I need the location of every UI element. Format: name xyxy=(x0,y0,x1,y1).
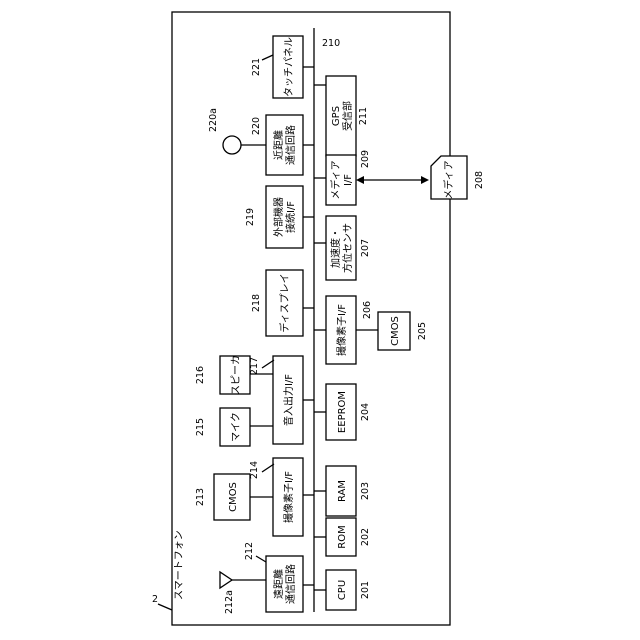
eeprom-ref: 204 xyxy=(360,403,371,421)
long-range-comm: 遠距離 通信回路 xyxy=(266,556,303,612)
imaging-if-214: 撮像素子I/F xyxy=(273,458,303,536)
figure-number: 2 xyxy=(152,594,158,605)
ram-ref: 203 xyxy=(360,482,371,500)
speaker-ref: 216 xyxy=(195,366,206,384)
imaging-if-214-label: 撮像素子I/F xyxy=(282,471,295,523)
microphone: マイク xyxy=(220,408,250,446)
mic-ref: 215 xyxy=(195,418,206,436)
imaging-if-206-ref: 206 xyxy=(362,301,373,319)
long-comm-label-1: 遠距離 xyxy=(272,569,285,599)
imaging-if-206-label: 撮像素子I/F xyxy=(335,304,348,356)
external-device-if: 外部機器 接続I/F xyxy=(266,186,303,248)
ext-if-ref: 219 xyxy=(245,208,256,226)
display-ref: 218 xyxy=(251,294,262,312)
antenna-220a xyxy=(223,136,241,154)
short-comm-label-2: 通信回路 xyxy=(284,125,297,165)
display-label: ディスプレイ xyxy=(278,273,291,332)
antenna-212a-ref: 212a xyxy=(224,590,235,614)
cmos-213: CMOS xyxy=(214,474,250,520)
audio-io-if: 音入出力I/F xyxy=(273,356,303,444)
cmos-205-ref: 205 xyxy=(417,322,428,340)
media-if-ref: 209 xyxy=(360,150,371,168)
media-card: メディア xyxy=(431,156,467,200)
cmos-205: CMOS xyxy=(378,312,410,350)
cmos-205-label: CMOS xyxy=(390,316,401,346)
bus-ref: 210 xyxy=(322,38,340,49)
media-ref: 208 xyxy=(474,171,485,189)
touch-label: タッチパネル xyxy=(283,37,295,97)
gps-receiver: GPS 受信部 xyxy=(326,76,356,156)
ram-label: RAM xyxy=(337,480,348,502)
eeprom-label: EEPROM xyxy=(337,391,348,433)
cmos-213-label: CMOS xyxy=(228,482,239,512)
rom-ref: 202 xyxy=(360,528,371,546)
cpu: CPU xyxy=(326,570,356,610)
eeprom: EEPROM xyxy=(326,384,356,440)
short-comm-label-1: 近距離 xyxy=(272,130,285,160)
imaging-if-206: 撮像素子I/F xyxy=(326,296,356,364)
media-interface: メディア I/F xyxy=(326,155,356,205)
cpu-label: CPU xyxy=(337,580,348,600)
long-comm-label-2: 通信回路 xyxy=(284,564,297,604)
mic-label: マイク xyxy=(230,412,242,442)
media-label: メディア xyxy=(442,160,455,199)
ext-if-label-2: 接続I/F xyxy=(284,201,297,233)
media-if-label-1: メディア xyxy=(329,160,342,199)
speaker: スピーカ xyxy=(220,355,250,395)
media-if-label-2: I/F xyxy=(343,174,354,186)
short-range-comm: 近距離 通信回路 xyxy=(266,115,303,175)
gps-ref: 211 xyxy=(358,107,369,125)
antenna-220a-ref: 220a xyxy=(208,108,219,132)
cmos-213-ref: 213 xyxy=(195,488,206,506)
ram: RAM xyxy=(326,466,356,516)
short-comm-ref: 220 xyxy=(251,117,262,135)
touch-ref: 221 xyxy=(251,58,262,76)
rom: ROM xyxy=(326,518,356,556)
display: ディスプレイ xyxy=(266,270,303,336)
audio-io-label: 音入出力I/F xyxy=(282,374,295,426)
antenna-212a xyxy=(220,572,266,588)
accel-ref: 207 xyxy=(360,239,371,257)
frame-title: スマートフォン xyxy=(174,530,185,600)
touch-panel: タッチパネル xyxy=(273,36,303,98)
speaker-label: スピーカ xyxy=(230,355,242,395)
ext-if-label-1: 外部機器 xyxy=(272,197,285,237)
long-comm-ref: 212 xyxy=(244,542,255,560)
cpu-ref: 201 xyxy=(360,581,371,599)
gps-label-2: 受信部 xyxy=(341,101,354,131)
accel-sensor: 加速度・ 方位センサ xyxy=(326,216,356,280)
gps-label-1: GPS xyxy=(331,106,342,126)
accel-label-2: 方位センサ xyxy=(341,223,354,273)
accel-label-1: 加速度・ xyxy=(329,228,342,268)
rom-label: ROM xyxy=(337,525,348,548)
